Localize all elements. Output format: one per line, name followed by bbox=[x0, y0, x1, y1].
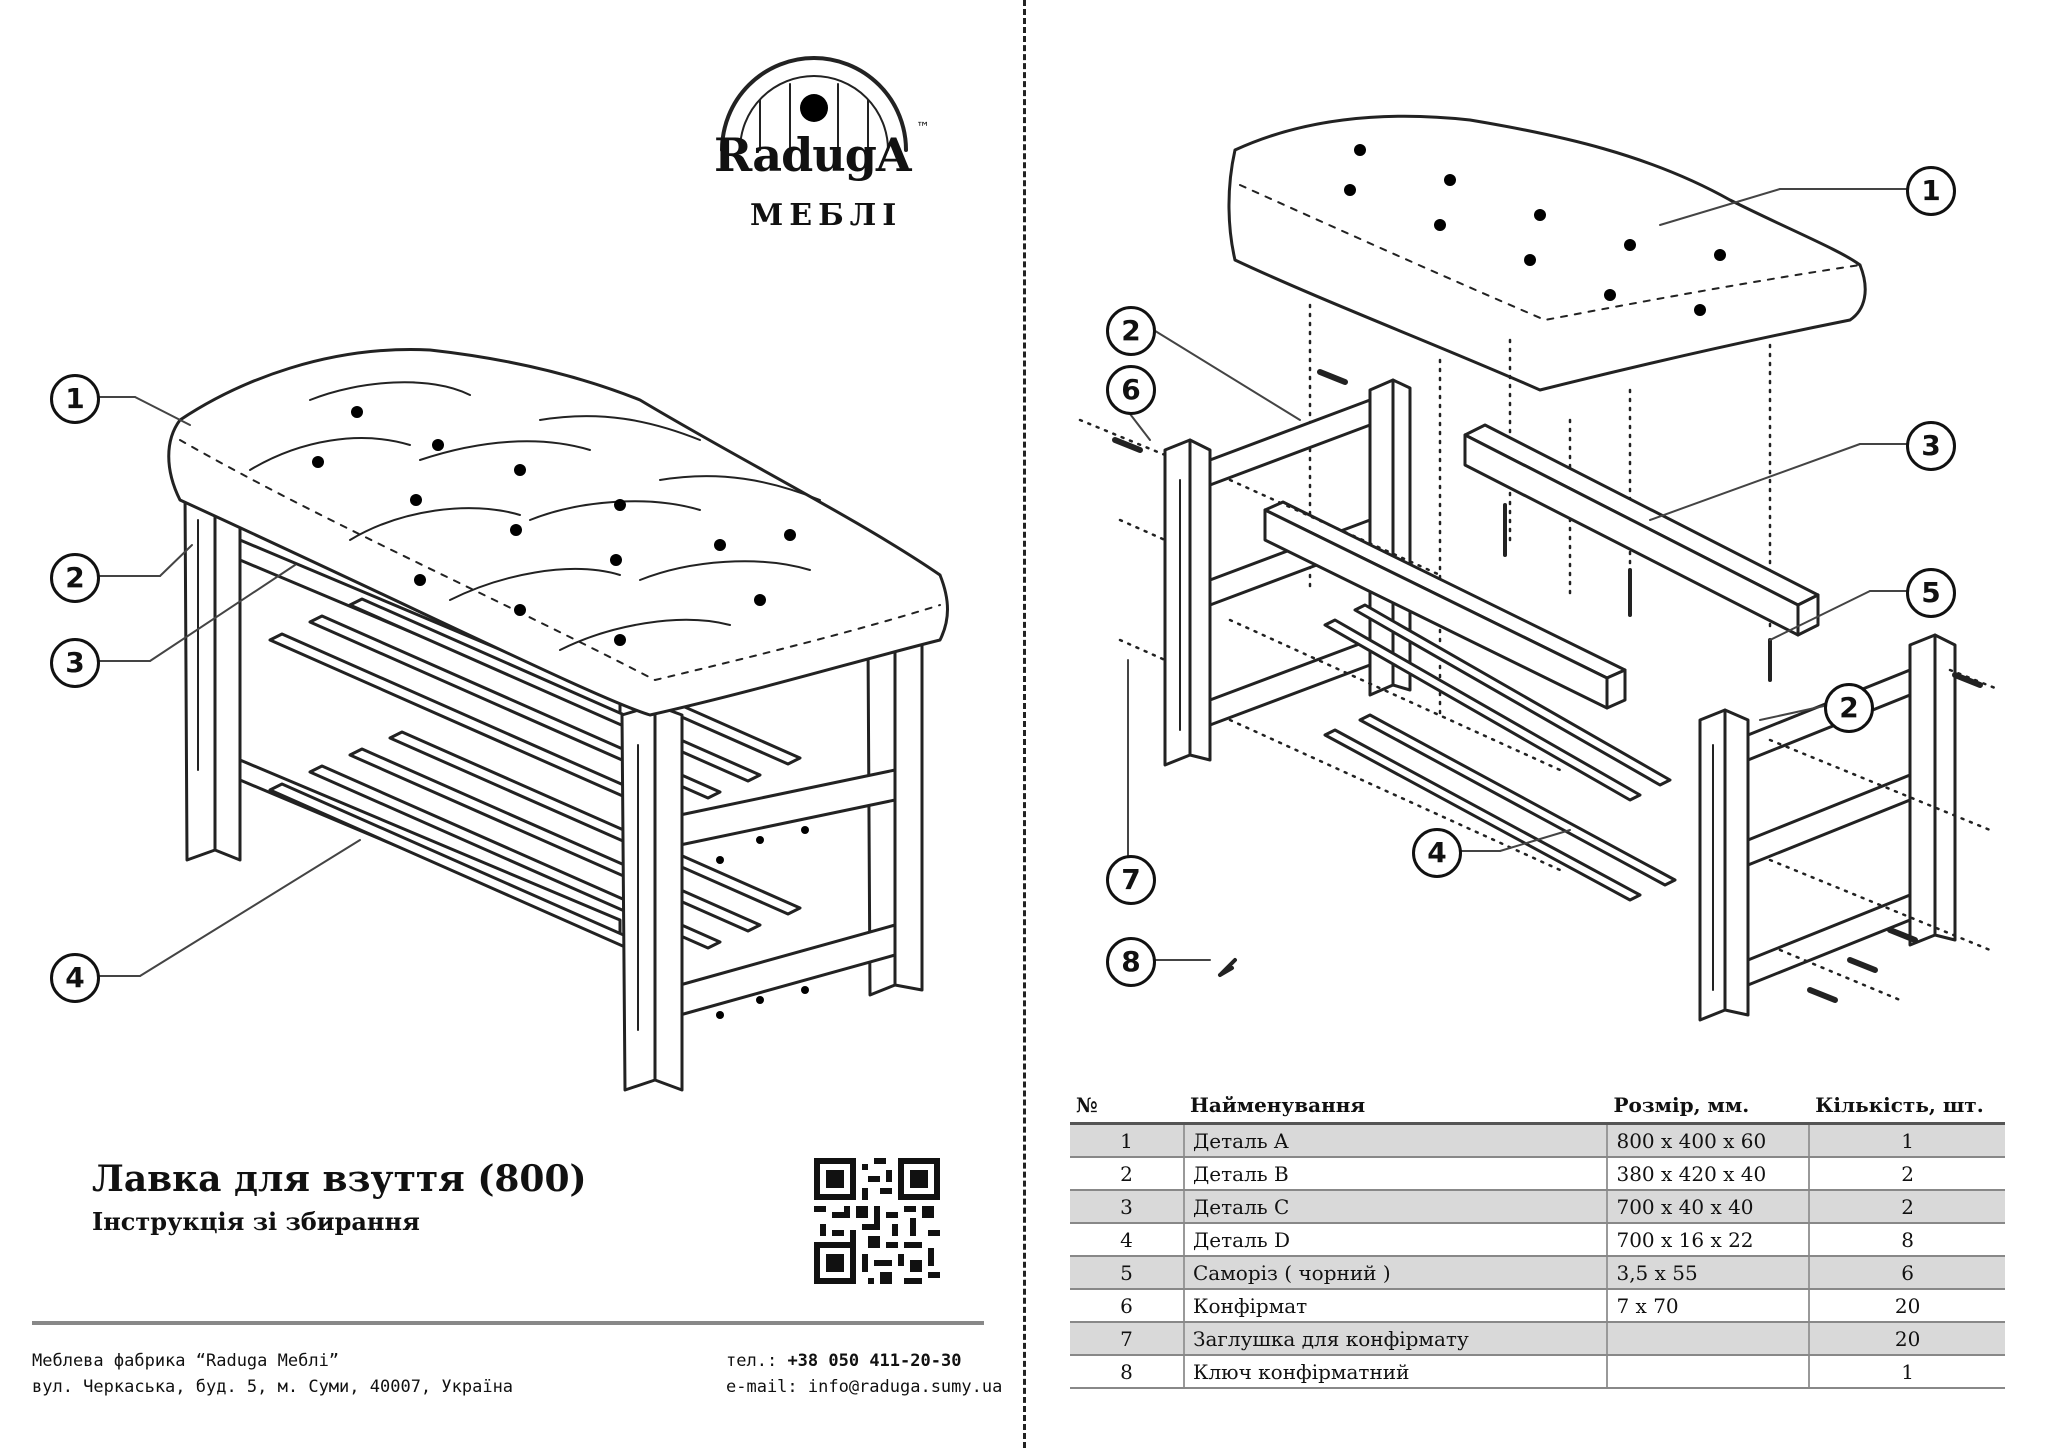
callout-right-7: 7 bbox=[1106, 855, 1156, 905]
cell-size: 700 x 16 x 22 bbox=[1606, 1223, 1810, 1257]
cell-size: 380 x 420 x 40 bbox=[1606, 1157, 1810, 1191]
cell-number: 1 bbox=[1070, 1123, 1184, 1158]
cell-size bbox=[1606, 1355, 1810, 1389]
cell-quantity: 6 bbox=[1808, 1256, 2005, 1290]
callout-left-1: 1 bbox=[50, 374, 100, 424]
callout-right-5: 5 bbox=[1906, 568, 1956, 618]
cell-number: 4 bbox=[1070, 1223, 1184, 1257]
table-row: 2 Деталь B 380 x 420 x 40 2 bbox=[1070, 1157, 2005, 1191]
callout-right-2b: 2 bbox=[1824, 683, 1874, 733]
cell-number: 7 bbox=[1070, 1322, 1184, 1356]
assembled-bench-illustration bbox=[95, 56, 949, 1092]
logo-arch bbox=[720, 56, 908, 152]
table-row: 6 Конфірмат 7 x 70 20 bbox=[1070, 1289, 2005, 1323]
cell-size bbox=[1606, 1322, 1810, 1356]
header-quantity: Кількість, шт. bbox=[1809, 1088, 2005, 1125]
qr-code-icon bbox=[814, 1158, 940, 1284]
cell-quantity: 20 bbox=[1808, 1289, 2005, 1323]
cell-quantity: 1 bbox=[1808, 1355, 2005, 1389]
table-row: 5 Саморіз ( чорний ) 3,5 x 55 6 bbox=[1070, 1256, 2005, 1290]
table-header-row: № Найменування Розмір, мм. Кількість, шт… bbox=[1070, 1088, 2005, 1125]
footer-email[interactable]: e-mail: info@raduga.sumy.ua bbox=[726, 1377, 1003, 1397]
cell-quantity: 1 bbox=[1808, 1123, 2005, 1158]
cell-name: Конфірмат bbox=[1182, 1289, 1608, 1323]
cell-number: 3 bbox=[1070, 1190, 1184, 1224]
callout-right-4: 4 bbox=[1412, 828, 1462, 878]
parts-table: № Найменування Розмір, мм. Кількість, шт… bbox=[1070, 1088, 2005, 1389]
cell-name: Деталь A bbox=[1182, 1123, 1608, 1158]
footer-company: Меблева фабрика “Raduga Меблі” bbox=[32, 1351, 340, 1371]
callout-left-4: 4 bbox=[50, 953, 100, 1003]
footer-phone-label: тел.: bbox=[726, 1351, 778, 1371]
trademark-mark: ™ bbox=[916, 120, 930, 136]
cell-number: 8 bbox=[1070, 1355, 1184, 1389]
table-row: 8 Ключ конфірматний 1 bbox=[1070, 1355, 2005, 1389]
footer-phone[interactable]: +38 050 411-20-30 bbox=[787, 1351, 962, 1371]
cell-name: Заглушка для конфірмату bbox=[1182, 1322, 1608, 1356]
footer-address: вул. Черкаська, буд. 5, м. Суми, 40007, … bbox=[32, 1377, 514, 1397]
table-row: 1 Деталь A 800 x 400 x 60 1 bbox=[1070, 1123, 2005, 1158]
cell-number: 5 bbox=[1070, 1256, 1184, 1290]
cell-name: Ключ конфірматний bbox=[1182, 1355, 1608, 1389]
callout-right-3: 3 bbox=[1906, 421, 1956, 471]
document-title: Лавка для взуття (800) bbox=[92, 1158, 587, 1200]
cell-size: 7 x 70 bbox=[1606, 1289, 1810, 1323]
callout-right-8: 8 bbox=[1106, 937, 1156, 987]
cell-number: 2 bbox=[1070, 1157, 1184, 1191]
callout-right-1: 1 bbox=[1906, 166, 1956, 216]
callout-left-2: 2 bbox=[50, 553, 100, 603]
table-row: 3 Деталь C 700 x 40 x 40 2 bbox=[1070, 1190, 2005, 1224]
cell-name: Саморіз ( чорний ) bbox=[1182, 1256, 1608, 1290]
cell-size: 800 x 400 x 60 bbox=[1606, 1123, 1810, 1158]
cell-name: Деталь D bbox=[1182, 1223, 1608, 1257]
cell-quantity: 8 bbox=[1808, 1223, 2005, 1257]
cell-name: Деталь B bbox=[1182, 1157, 1608, 1191]
cell-quantity: 20 bbox=[1808, 1322, 2005, 1356]
cell-quantity: 2 bbox=[1808, 1157, 2005, 1191]
header-number: № bbox=[1070, 1088, 1184, 1125]
brand-logo-word: RadugA bbox=[714, 128, 912, 182]
table-row: 7 Заглушка для конфірмату 20 bbox=[1070, 1322, 2005, 1356]
brand-logo-sub: МЕБЛІ bbox=[750, 198, 903, 233]
footer-phone-row: тел.: +38 050 411-20-30 bbox=[726, 1351, 961, 1371]
cell-size: 700 x 40 x 40 bbox=[1606, 1190, 1810, 1224]
cell-quantity: 2 bbox=[1808, 1190, 2005, 1224]
cell-number: 6 bbox=[1070, 1289, 1184, 1323]
document-subtitle: Інструкція зі збирання bbox=[92, 1207, 420, 1236]
callout-right-6: 6 bbox=[1106, 365, 1156, 415]
cell-name: Деталь C bbox=[1182, 1190, 1608, 1224]
header-name: Найменування bbox=[1184, 1088, 1608, 1125]
exploded-view-illustration bbox=[1078, 114, 2002, 1022]
callout-left-3: 3 bbox=[50, 638, 100, 688]
cell-size: 3,5 x 55 bbox=[1606, 1256, 1810, 1290]
header-size: Розмір, мм. bbox=[1607, 1088, 1810, 1125]
footer-divider bbox=[32, 1321, 984, 1325]
fold-line bbox=[1023, 0, 1026, 1448]
callout-right-2: 2 bbox=[1106, 306, 1156, 356]
table-row: 4 Деталь D 700 x 16 x 22 8 bbox=[1070, 1223, 2005, 1257]
